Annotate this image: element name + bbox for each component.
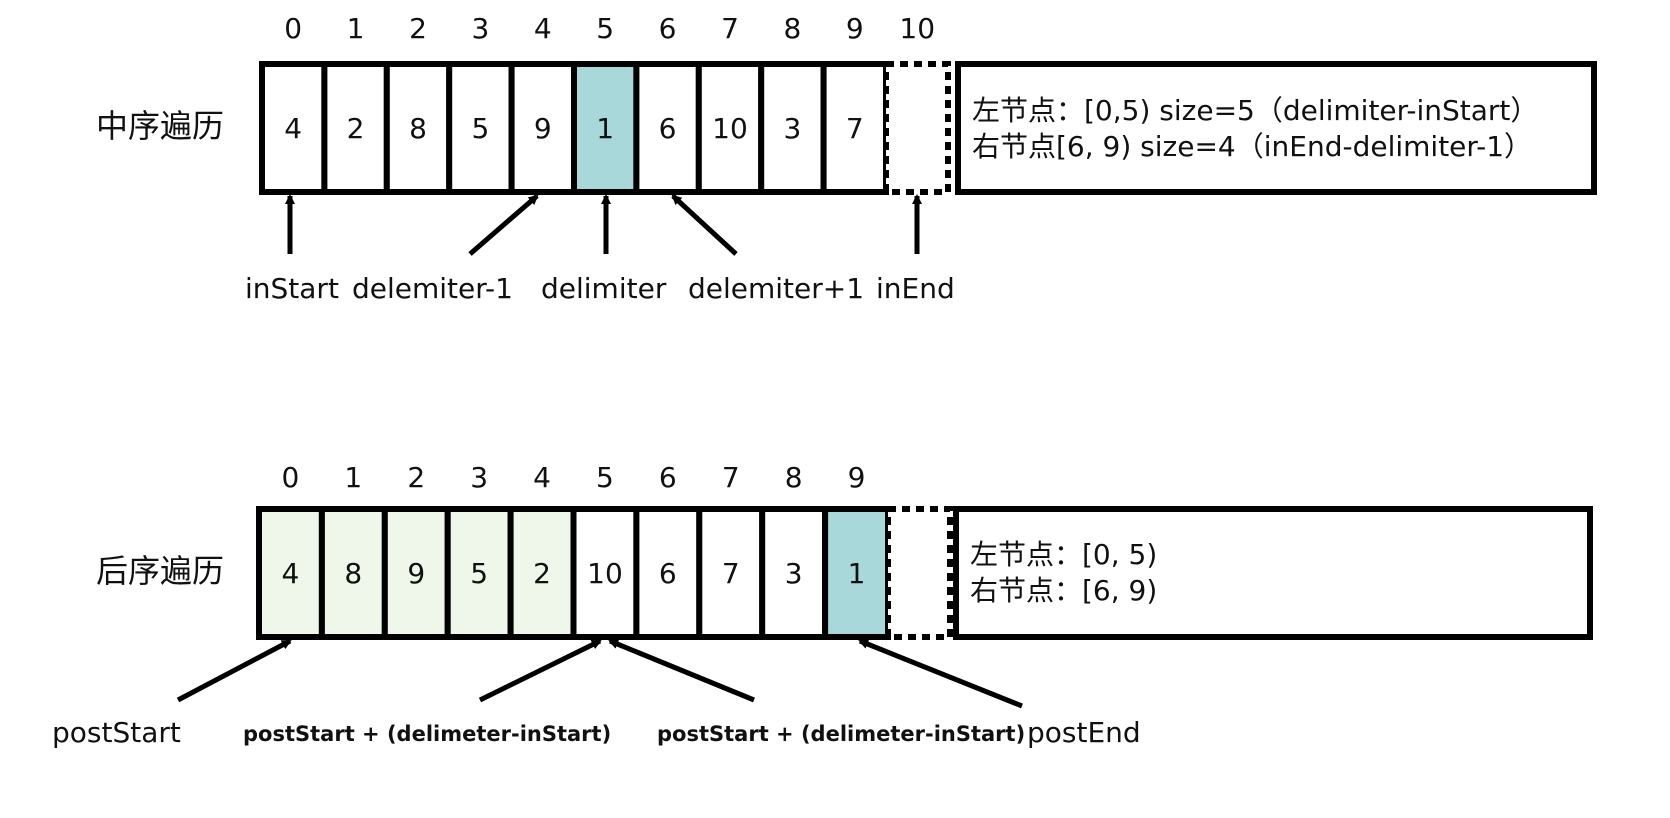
inorder-cell-8 xyxy=(758,61,827,195)
postorder-note-box xyxy=(953,506,1593,640)
postorder-index-9: 9 xyxy=(848,461,866,494)
inorder-cell-value-1: 2 xyxy=(347,112,365,145)
inorder-index-0: 0 xyxy=(284,12,302,45)
postorder-row: 后序遍历 0 1 2 3 4 5 6 7 8 9 4 8 9 5 2 10 6 7 3 1 左节点：[0, 5) 右… xyxy=(52,461,1593,749)
postorder-index-7: 7 xyxy=(722,461,740,494)
pointer-left-boundary-label: postStart + (delimeter-inStart) xyxy=(243,722,611,746)
postorder-index-8: 8 xyxy=(785,461,803,494)
postorder-cell-5 xyxy=(570,506,640,640)
inorder-row-label: 中序遍历 xyxy=(96,107,224,145)
postorder-note-line-1: 左节点：[0, 5) xyxy=(970,538,1157,571)
inorder-index-1: 1 xyxy=(347,12,365,45)
inorder-cell-2 xyxy=(383,61,453,195)
arrow-left-boundary xyxy=(478,638,602,703)
postorder-cells: 4 8 9 5 2 10 6 7 3 1 xyxy=(256,506,891,640)
postorder-cell-7 xyxy=(696,506,766,640)
inorder-cell-value-7: 10 xyxy=(712,112,748,145)
inorder-cell-value-6: 6 xyxy=(659,112,677,145)
postorder-sentinel-cell xyxy=(885,506,953,640)
pointer-delemiter-plus-1-label: delemiter+1 xyxy=(688,272,864,305)
postorder-cell-3 xyxy=(444,506,514,640)
postorder-cell-8 xyxy=(759,506,829,640)
postorder-index-4: 4 xyxy=(533,461,551,494)
postorder-cell-0 xyxy=(256,506,325,640)
postorder-cell-value-4: 2 xyxy=(533,557,551,590)
arrow-right-boundary xyxy=(608,638,755,703)
inorder-index-5: 5 xyxy=(596,12,614,45)
inorder-cell-value-0: 4 xyxy=(284,112,302,145)
inorder-index-4: 4 xyxy=(534,12,552,45)
postorder-index-labels: 0 1 2 3 4 5 6 7 8 9 xyxy=(282,461,866,494)
inorder-index-labels: 0 1 2 3 4 5 6 7 8 9 10 xyxy=(284,12,935,45)
postorder-cell-value-2: 9 xyxy=(407,557,425,590)
inorder-cell-7 xyxy=(695,61,765,195)
inorder-index-2: 2 xyxy=(409,12,427,45)
pointer-delemiter-minus-1-label: delemiter-1 xyxy=(352,272,513,305)
postorder-cell-value-0: 4 xyxy=(282,557,300,590)
postorder-index-2: 2 xyxy=(407,461,425,494)
inorder-cell-9 xyxy=(820,61,889,195)
inorder-cell-value-5: 1 xyxy=(596,112,614,145)
inorder-index-6: 6 xyxy=(659,12,677,45)
inorder-note-line-2: 右节点[6, 9) size=4（inEnd-delimiter-1） xyxy=(972,130,1532,163)
postorder-index-0: 0 xyxy=(282,461,300,494)
inorder-sentinel-cell xyxy=(883,61,951,195)
postorder-index-6: 6 xyxy=(659,461,677,494)
postorder-cell-value-5: 10 xyxy=(587,557,623,590)
postorder-cell-value-3: 5 xyxy=(470,557,488,590)
postorder-cell-4 xyxy=(507,506,577,640)
postorder-index-1: 1 xyxy=(344,461,362,494)
inorder-note-box xyxy=(955,61,1597,195)
inorder-cell-4 xyxy=(508,61,578,195)
inorder-cells: 4 2 8 5 9 1 6 10 3 7 xyxy=(259,61,889,195)
arrow-delemiter-plus-1 xyxy=(671,194,738,256)
pointer-instart-label: inStart xyxy=(245,272,339,305)
pointer-delimiter-label: delimiter xyxy=(541,272,667,305)
inorder-row: 中序遍历 0 1 2 3 4 5 6 7 8 9 10 4 2 8 5 9 1 6 10 3 7 左节点：[0,5) … xyxy=(96,12,1597,305)
inorder-cell-1 xyxy=(321,61,390,195)
inorder-cell-value-8: 3 xyxy=(783,112,801,145)
inorder-index-10: 10 xyxy=(899,12,935,45)
postorder-cell-value-8: 3 xyxy=(785,557,803,590)
postorder-index-3: 3 xyxy=(470,461,488,494)
inorder-cell-value-3: 5 xyxy=(471,112,489,145)
arrow-delemiter-minus-1 xyxy=(468,194,539,256)
postorder-cell-value-7: 7 xyxy=(722,557,740,590)
inorder-index-8: 8 xyxy=(783,12,801,45)
postorder-cell-6 xyxy=(633,506,703,640)
arrow-poststart xyxy=(176,638,292,703)
inorder-cell-0 xyxy=(259,61,328,195)
pointer-poststart-label: postStart xyxy=(52,716,181,749)
postorder-cell-2 xyxy=(381,506,451,640)
inorder-cell-value-2: 8 xyxy=(409,112,427,145)
pointer-inend-label: inEnd xyxy=(876,272,955,305)
inorder-cell-value-4: 9 xyxy=(534,112,552,145)
postorder-cell-value-6: 6 xyxy=(659,557,677,590)
arrow-postend xyxy=(858,638,1023,709)
pointer-right-boundary-label: postStart + (delimeter-inStart) xyxy=(657,722,1025,746)
postorder-index-5: 5 xyxy=(596,461,614,494)
inorder-cell-value-9: 7 xyxy=(846,112,864,145)
inorder-index-7: 7 xyxy=(721,12,739,45)
inorder-note-line-1: 左节点：[0,5) size=5（delimiter-inStart） xyxy=(972,94,1538,127)
postorder-row-label: 后序遍历 xyxy=(96,552,224,590)
postorder-cell-value-9: 1 xyxy=(848,557,866,590)
postorder-note-line-2: 右节点：[6, 9) xyxy=(970,574,1157,607)
postorder-cell-1 xyxy=(318,506,388,640)
pointer-postend-label: postEnd xyxy=(1027,716,1141,749)
postorder-cell-value-1: 8 xyxy=(344,557,362,590)
inorder-index-9: 9 xyxy=(846,12,864,45)
inorder-index-3: 3 xyxy=(471,12,489,45)
